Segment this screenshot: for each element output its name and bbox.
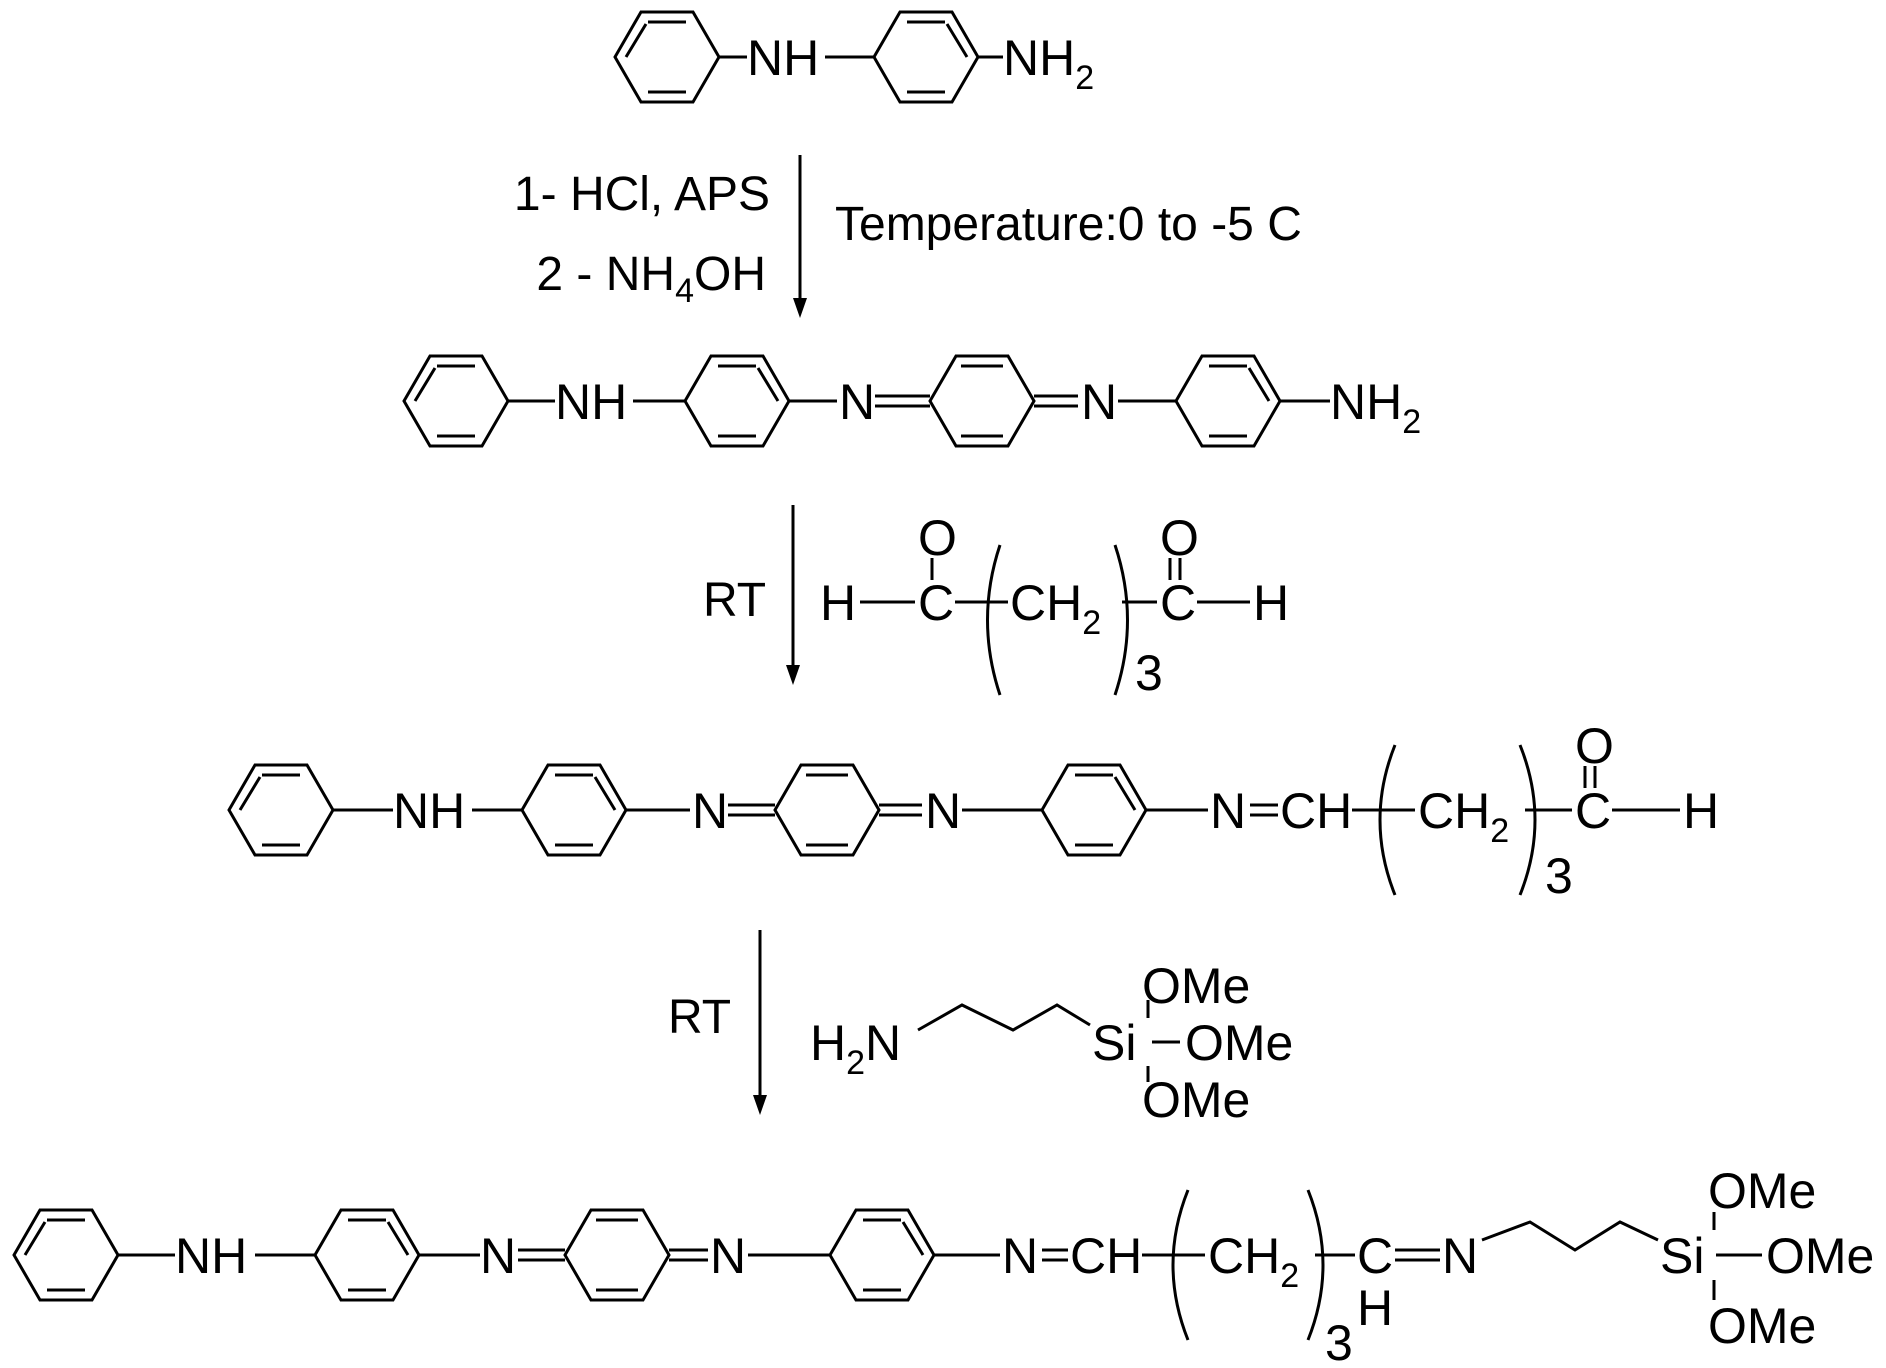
benzene-ring bbox=[872, 10, 980, 104]
molecule-aniline-tetramer: NH N N NH2 bbox=[402, 354, 1421, 448]
ch-label: CH bbox=[1070, 1228, 1142, 1284]
imine-n-label: N bbox=[480, 1228, 516, 1284]
imine-n-label: N bbox=[1081, 374, 1117, 430]
carbonyl-c: C bbox=[918, 575, 954, 631]
nh-label: NH bbox=[393, 783, 465, 839]
imine-n-label: N bbox=[1002, 1228, 1038, 1284]
benzene-ring bbox=[227, 763, 335, 857]
temperature-condition: Temperature:0 to -5 C bbox=[835, 198, 1302, 251]
rt-condition: RT bbox=[668, 991, 731, 1044]
benzene-ring bbox=[520, 763, 628, 857]
molecule-silane-product: NH N N N CH C bbox=[12, 1163, 1874, 1368]
ome-group: OMe bbox=[1708, 1298, 1816, 1354]
imine-n-label: N bbox=[1442, 1228, 1478, 1284]
benzene-ring bbox=[313, 1208, 421, 1302]
reagent-glutaraldehyde: H C O CH2 3 C O H bbox=[820, 510, 1289, 701]
imine-n-label: N bbox=[710, 1228, 746, 1284]
imine-n-label: N bbox=[839, 374, 875, 430]
benzene-ring bbox=[1174, 354, 1282, 448]
ch2-group: CH2 bbox=[1010, 575, 1101, 642]
repeat-count: 3 bbox=[1135, 645, 1163, 701]
nh-label: NH bbox=[555, 374, 627, 430]
benzene-ring bbox=[402, 354, 510, 448]
imine-n-label: N bbox=[925, 783, 961, 839]
imine-c: C bbox=[1357, 1228, 1393, 1284]
h2n-group: H2N bbox=[810, 1015, 901, 1082]
repeat-bracket-left bbox=[1171, 1189, 1190, 1341]
rt-condition: RT bbox=[703, 574, 766, 627]
nh2-label: NH2 bbox=[1330, 374, 1421, 441]
ome-group: OMe bbox=[1766, 1228, 1874, 1284]
repeat-count: 3 bbox=[1325, 1315, 1353, 1368]
benzene-ring bbox=[683, 354, 791, 448]
carbonyl-c: C bbox=[1160, 575, 1196, 631]
nh-label: NH bbox=[175, 1228, 247, 1284]
h-atom: H bbox=[820, 575, 856, 631]
benzene-ring bbox=[12, 1208, 120, 1302]
reagent-aminopropyltrimethoxysilane: H2N Si OMe OMe OMe bbox=[810, 958, 1293, 1128]
benzene-ring bbox=[1040, 763, 1148, 857]
repeat-bracket-left bbox=[986, 544, 1002, 696]
repeat-bracket-right bbox=[1518, 744, 1537, 896]
ome-group: OMe bbox=[1142, 1072, 1250, 1128]
ome-group: OMe bbox=[1708, 1163, 1816, 1219]
benzene-ring bbox=[828, 1208, 936, 1302]
molecule-aldehyde-tetramer: NH N N N CH C bbox=[227, 718, 1719, 904]
reagent-hcl-aps: 1- HCl, APS bbox=[514, 168, 770, 221]
carbonyl-c: C bbox=[1575, 783, 1611, 839]
repeat-bracket-left bbox=[1378, 744, 1397, 896]
aldehyde-h: H bbox=[1683, 783, 1719, 839]
quinoid-ring bbox=[773, 763, 881, 857]
imine-n-label: N bbox=[692, 783, 728, 839]
reaction-arrow-1 bbox=[793, 155, 807, 318]
ome-group: OMe bbox=[1142, 958, 1250, 1014]
ch2-group: CH2 bbox=[1208, 1228, 1299, 1295]
repeat-count: 3 bbox=[1545, 848, 1573, 904]
molecule-aminodiphenylamine: NH NH2 bbox=[613, 10, 1094, 104]
carbonyl-o: O bbox=[1160, 510, 1199, 566]
si-atom: Si bbox=[1092, 1015, 1136, 1071]
carbonyl-o: O bbox=[918, 510, 957, 566]
nh-label: NH bbox=[747, 30, 819, 86]
quinoid-ring bbox=[563, 1208, 671, 1302]
quinoid-ring bbox=[928, 354, 1036, 448]
si-atom: Si bbox=[1660, 1228, 1704, 1284]
repeat-bracket-right bbox=[1306, 1189, 1325, 1341]
ch-label: CH bbox=[1280, 783, 1352, 839]
ome-group: OMe bbox=[1185, 1015, 1293, 1071]
imine-n-label: N bbox=[1210, 783, 1246, 839]
imine-h: H bbox=[1357, 1280, 1393, 1336]
h-atom: H bbox=[1253, 575, 1289, 631]
ch2-group: CH2 bbox=[1418, 783, 1509, 850]
reaction-arrow-3 bbox=[753, 930, 767, 1115]
reagent-nh4oh: 2 - NH4OH bbox=[536, 248, 766, 310]
reaction-arrow-2 bbox=[786, 505, 800, 685]
benzene-ring bbox=[613, 10, 721, 104]
nh2-label: NH2 bbox=[1003, 30, 1094, 97]
repeat-bracket-right bbox=[1113, 544, 1129, 696]
carbonyl-o: O bbox=[1575, 718, 1614, 774]
